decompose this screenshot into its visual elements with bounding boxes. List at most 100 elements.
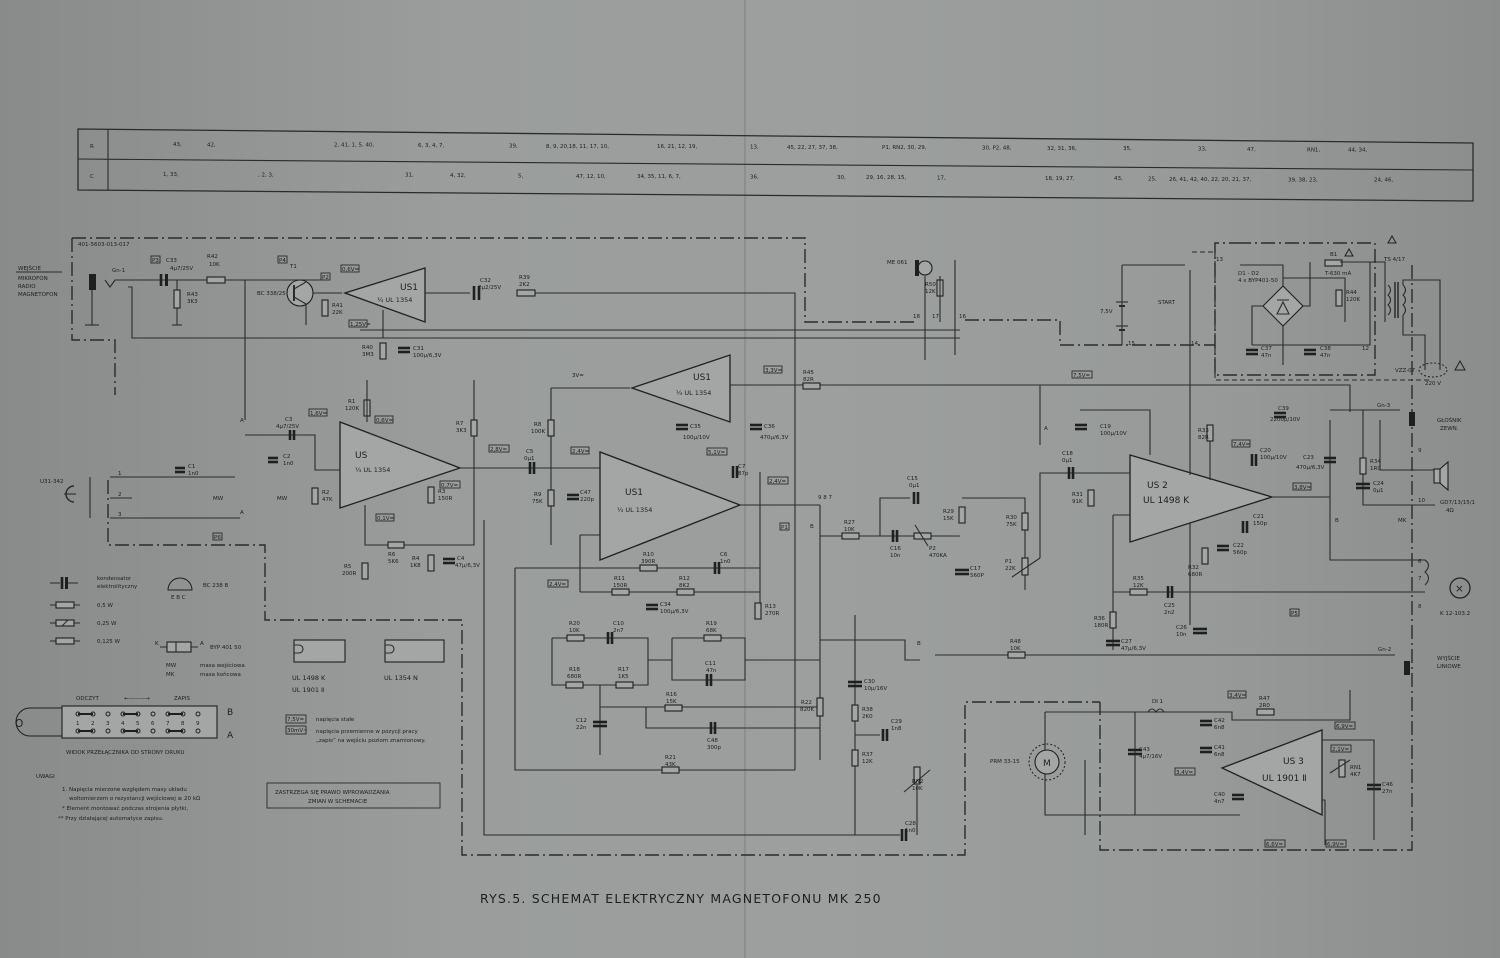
legend-mk: MK xyxy=(166,672,175,678)
board-code: 401-5603-013-017 xyxy=(78,242,130,248)
switch-contact xyxy=(195,728,201,734)
c41-value: 6n8 xyxy=(1214,752,1225,758)
c35-label: C35 xyxy=(690,424,701,430)
r13-value: 270R xyxy=(765,611,779,617)
c18-label: C18 xyxy=(1062,451,1073,457)
voltage-label: 0,1V= xyxy=(377,516,395,522)
table-cell: 39, 38, 23, xyxy=(1288,177,1318,183)
c19-label: C19 xyxy=(1100,424,1111,430)
voltage-label: 3,8V= xyxy=(1294,485,1312,491)
switch-write-label: ZAPIS xyxy=(174,696,190,702)
p2-label: P2 xyxy=(929,546,936,552)
legend-mw-desc: masa wejściowa xyxy=(200,662,245,669)
ic-package-icon xyxy=(384,639,445,663)
switch-b-pin: 9 8 7 xyxy=(818,495,832,501)
note-item: * Element montować podczas strojenia pły… xyxy=(62,805,188,812)
r44-label: R44 xyxy=(1346,290,1357,296)
r19-value: 68K xyxy=(706,628,717,634)
schematic-title: RYS.5. SCHEMAT ELEKTRYCZNY MAGNETOFONU M… xyxy=(480,891,882,906)
table-cell: 36, xyxy=(750,174,759,180)
pin-2: 2 xyxy=(118,492,122,498)
voltage-label: 3,4V= xyxy=(1229,693,1247,699)
c10-label: C10 xyxy=(613,621,624,627)
table-cell: 1, 33, xyxy=(163,172,179,178)
us1-pre-name: US1 xyxy=(400,283,418,293)
voltage-label: 1,25V= xyxy=(350,322,371,328)
c31-label: C31 xyxy=(413,346,424,352)
switch-caption: WIDOK PRZEŁĄCZNIKA OD STRONY DRUKU xyxy=(66,750,185,756)
c27-label: C27 xyxy=(1121,639,1132,645)
c5-label: C5 xyxy=(526,449,534,455)
erase-head-icon xyxy=(1449,577,1471,599)
c26-value: 10n xyxy=(1176,632,1187,638)
r39-value: 2K2 xyxy=(519,282,530,288)
table-cell: 33, xyxy=(1198,147,1207,153)
r7-label: R7 xyxy=(456,421,464,427)
ic-us-input xyxy=(339,421,462,509)
switch-b-label: B xyxy=(227,708,233,718)
voltage-label: 3,3V= xyxy=(765,368,783,374)
c31-value: 100µ/6,3V xyxy=(413,353,442,359)
r29-value: 15K xyxy=(943,516,954,522)
c47-label: C47 xyxy=(580,490,591,496)
c39-label: C39 xyxy=(1278,406,1289,412)
table-cell: 24, 46, xyxy=(1374,178,1393,184)
r43-label: R43 xyxy=(187,292,198,298)
pin-12: 12 xyxy=(1362,346,1369,352)
pin-3: 3 xyxy=(118,512,122,518)
switch-position-label: 6 xyxy=(151,721,155,727)
pin-18: 18 xyxy=(913,314,920,320)
table-cell: 29, 16, 28, 15, xyxy=(866,175,906,181)
legend-ic2: UL 1354 N xyxy=(384,674,418,682)
r44-value: 120K xyxy=(1346,297,1360,303)
r27-label: R27 xyxy=(844,520,855,526)
c19-value: 100µ/10V xyxy=(1100,431,1127,437)
switch-position-label: 5 xyxy=(136,721,140,727)
ic-us2 xyxy=(1129,454,1275,543)
r10-label: R10 xyxy=(643,552,654,558)
r40-label: R40 xyxy=(362,345,373,351)
switch-position-label: 4 xyxy=(121,721,125,727)
r48-value: 10K xyxy=(1010,646,1021,652)
pin-17: 17 xyxy=(932,314,939,320)
table-cell: 35, xyxy=(1123,146,1132,152)
table-cell: 4, 32, xyxy=(450,173,466,179)
r42-label: R42 xyxy=(207,254,218,260)
pin-9: 9 xyxy=(1418,448,1422,454)
test-point-p5: P5 xyxy=(1291,611,1298,617)
table-cell: 39, xyxy=(509,143,518,149)
table-cell: 42, xyxy=(207,142,216,148)
table-cell: P1, RN2, 30, 29, xyxy=(882,145,927,151)
legend-electrolytic-2: elektrolityczny xyxy=(97,584,138,590)
p2-value: 470KA xyxy=(929,553,947,559)
table-cell: 34, 35, 11, 6, 7, xyxy=(637,174,681,180)
line-out-heading-2: LINIOWE xyxy=(1437,664,1461,670)
legend-ac-box: 30mV~ xyxy=(287,728,308,734)
r12-value: 8K2 xyxy=(679,583,690,589)
c46-value: 27n xyxy=(1382,789,1393,795)
battery-label: 7,5V xyxy=(1100,309,1113,315)
c22-label: C22 xyxy=(1233,543,1244,549)
r3-value: 150R xyxy=(438,496,452,502)
r29-label: R29 xyxy=(943,509,954,515)
c11-value: 47n xyxy=(706,668,717,674)
table-cell: 43, xyxy=(1114,176,1123,182)
notes: UWAGI 1. Napięcia mierzone względem masy… xyxy=(36,774,200,822)
voltage-label: 2,4V= xyxy=(572,449,590,455)
input-section: WEJŚCIE MIKROFON RADIO MAGNETOFON Gn-1 C… xyxy=(16,254,960,620)
notes-heading: UWAGI xyxy=(36,774,55,780)
table-cell: 6, 3, 4, 7, xyxy=(418,143,444,149)
r18-label: R18 xyxy=(569,667,580,673)
switch-position-label: 1 xyxy=(76,721,80,727)
record-amp-section: U31-342 1 2 3 C1 1n0 MW A A P6 C2 1n0 MW… xyxy=(40,380,540,580)
c18-value: 0µ1 xyxy=(1062,458,1073,464)
r35-value: 12K xyxy=(1133,583,1144,589)
ic-us3 xyxy=(1220,729,1323,817)
note-item: ** Przy działającej automatyce zapisu. xyxy=(58,816,164,822)
pin-15: 15 xyxy=(1128,341,1135,347)
c21-value: 150p xyxy=(1253,521,1267,527)
mk-label: MK xyxy=(1398,518,1407,524)
t1-label: T1 xyxy=(289,264,297,270)
jack-gn1-label: Gn-1 xyxy=(112,268,125,274)
